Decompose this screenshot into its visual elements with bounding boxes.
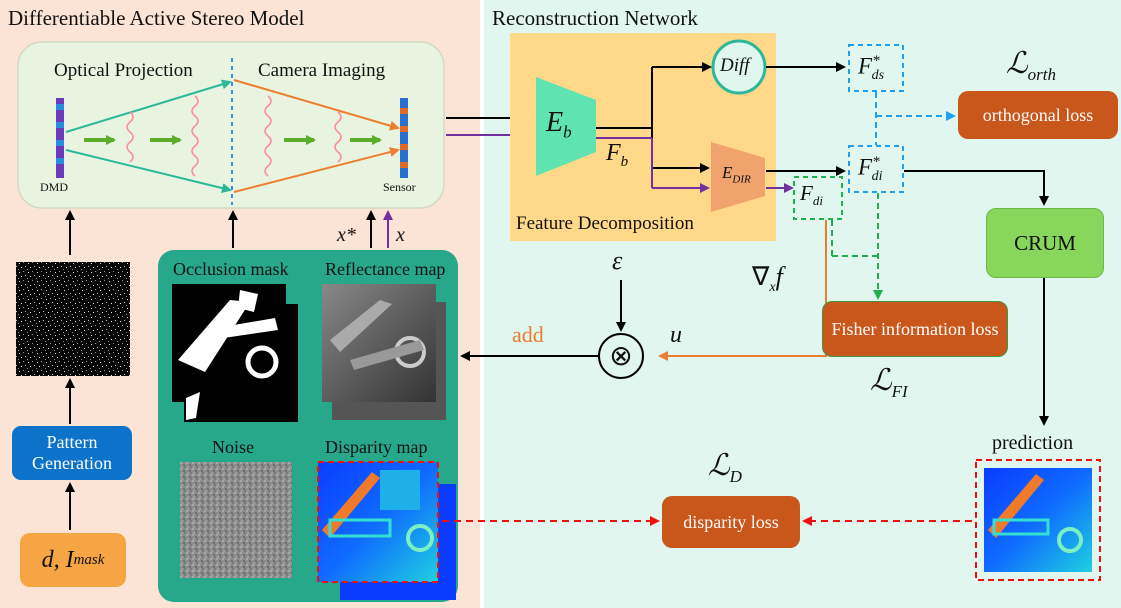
edir-label: EDIR [722, 163, 751, 186]
prediction-image [975, 459, 1101, 581]
feature-decomposition-label: Feature Decomposition [516, 213, 694, 234]
disparity-map-image [317, 461, 456, 600]
occlusion-mask-image [172, 284, 298, 422]
fisher-loss-label: Fisher information loss [831, 318, 999, 339]
encoder-branch-lines [596, 62, 712, 193]
speckle-pattern-image [16, 262, 130, 376]
x-label: x [396, 224, 405, 246]
orth-symbol: ℒorth [1006, 47, 1056, 84]
arrow-gradient-to-u [658, 220, 827, 361]
gradient-symbol: ∇xf [752, 262, 783, 296]
epsilon-label: ε [612, 246, 623, 275]
fi-symbol: ℒFI [870, 364, 908, 401]
fds-star-label: F*ds [858, 53, 885, 84]
prediction-label: prediction [992, 432, 1074, 454]
fisher-connection [831, 193, 883, 300]
noise-label: Noise [212, 437, 254, 457]
otimes-circle [598, 333, 644, 379]
encoder-eb [536, 77, 596, 176]
reflectance-map-image [322, 284, 446, 420]
orthogonal-connection [875, 92, 956, 145]
sensor-label: Sensor [383, 180, 416, 194]
noise-image [180, 462, 292, 578]
reflectance-map-label: Reflectance map [325, 259, 446, 279]
occlusion-mask-label: Occlusion mask [173, 259, 289, 279]
crum-label: CRUM [1014, 230, 1076, 255]
encoder-edir [711, 142, 765, 212]
arrow-fdi-star-to-crum [904, 170, 1049, 206]
camera-imaging-label: Camera Imaging [258, 60, 386, 81]
orthogonal-loss-box: orthogonal loss [958, 91, 1118, 139]
encoder-eb-label: Eb [546, 107, 572, 142]
diff-circle [711, 39, 767, 95]
fdi-label: Fdi [800, 181, 823, 209]
d-symbol: ℒD [708, 449, 742, 486]
x-star-label: x* [337, 224, 356, 246]
add-label: add [512, 322, 544, 347]
optical-projection-label: Optical Projection [54, 60, 193, 81]
sensor-element [400, 98, 408, 178]
projection-rays [65, 79, 400, 193]
otimes-symbol: ⊗ [609, 341, 633, 372]
fdi-star-box [848, 145, 904, 193]
left-panel-title: Differentiable Active Stereo Model [8, 6, 305, 30]
input-subscript: mask [73, 551, 105, 568]
fdi-star-label: F*di [858, 154, 883, 185]
disparity-loss-label: disparity loss [683, 511, 779, 532]
crum-box: CRUM [986, 208, 1104, 278]
disparity-map-label: Disparity map [325, 437, 428, 457]
disparity-loss-box: disparity loss [662, 496, 800, 548]
input-label: d, I [41, 546, 74, 573]
pattern-generation-label: Pattern Generation [32, 432, 112, 473]
dmd-label: DMD [40, 180, 69, 194]
diff-label: Diff [720, 55, 750, 76]
fisher-loss-box: Fisher information loss [822, 301, 1008, 357]
u-label: u [670, 322, 682, 348]
fb-label: Fb [606, 140, 629, 170]
dmd-element [56, 98, 64, 178]
right-panel-title: Reconstruction Network [492, 6, 698, 30]
wave-lines [126, 95, 342, 177]
orthogonal-loss-label: orthogonal loss [982, 104, 1094, 125]
fds-star-box [848, 44, 904, 92]
pattern-generation-box: Pattern Generation [12, 426, 132, 480]
